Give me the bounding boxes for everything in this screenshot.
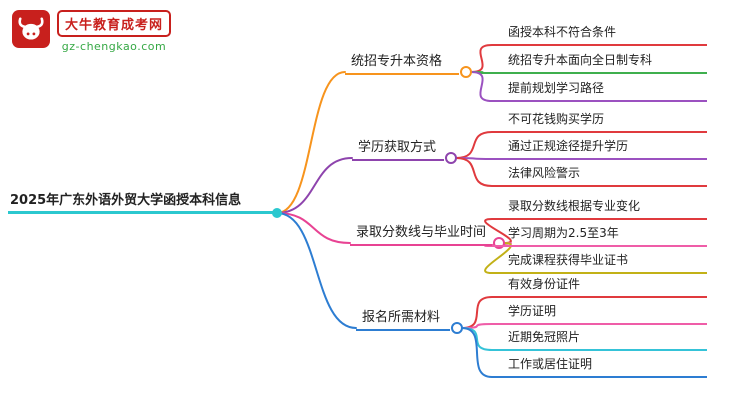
child-node: 学历证明: [492, 302, 707, 325]
branch-node: 报名所需材料: [356, 306, 450, 331]
logo-subtitle: gz-chengkao.com: [61, 40, 167, 53]
child-node: 学习周期为2.5至3年: [492, 224, 707, 247]
child-node: 法律风险警示: [492, 164, 707, 187]
mindmap-root-node: 2025年广东外语外贸大学函授本科信息: [8, 189, 274, 214]
mindmap-edge: [455, 131, 493, 159]
logo-text-block: 大牛教育成考网 gz-chengkao.com: [57, 10, 172, 53]
site-logo[interactable]: 大牛教育成考网 gz-chengkao.com: [12, 10, 172, 53]
child-node: 不可花钱购买学历: [492, 110, 707, 133]
child-node: 有效身份证件: [492, 275, 707, 298]
mindmap-edge: [276, 212, 357, 329]
mindmap-edge: [484, 242, 512, 274]
branch-node: 统招专升本资格: [345, 50, 459, 75]
branch-node: 录取分数线与毕业时间: [350, 221, 492, 246]
child-node: 近期免冠照片: [492, 328, 707, 351]
root-junction-dot: [272, 208, 282, 218]
branch-junction-circle: [451, 322, 463, 334]
mindmap-edge: [276, 212, 351, 244]
child-node: 工作或居住证明: [492, 355, 707, 378]
child-node: 统招专升本面向全日制专科: [492, 51, 707, 74]
cow-logo-icon: [12, 10, 50, 48]
child-node: 提前规划学习路径: [492, 79, 707, 102]
mindmap-edge: [470, 44, 493, 73]
mindmap-edge: [455, 157, 493, 187]
child-node: 录取分数线根据专业变化: [492, 197, 707, 220]
mindmap-edge: [276, 71, 346, 214]
child-node: 完成课程获得毕业证书: [492, 251, 707, 274]
mindmap-edge: [276, 157, 353, 214]
child-node: 通过正规途径提升学历: [492, 137, 707, 160]
mindmap-edge: [470, 71, 493, 102]
mindmap-edge: [461, 327, 493, 378]
branch-node: 学历获取方式: [352, 136, 444, 161]
child-node: 函授本科不符合条件: [492, 23, 707, 46]
branch-junction-circle: [460, 66, 472, 78]
branch-junction-circle: [445, 152, 457, 164]
logo-title: 大牛教育成考网: [57, 10, 172, 37]
